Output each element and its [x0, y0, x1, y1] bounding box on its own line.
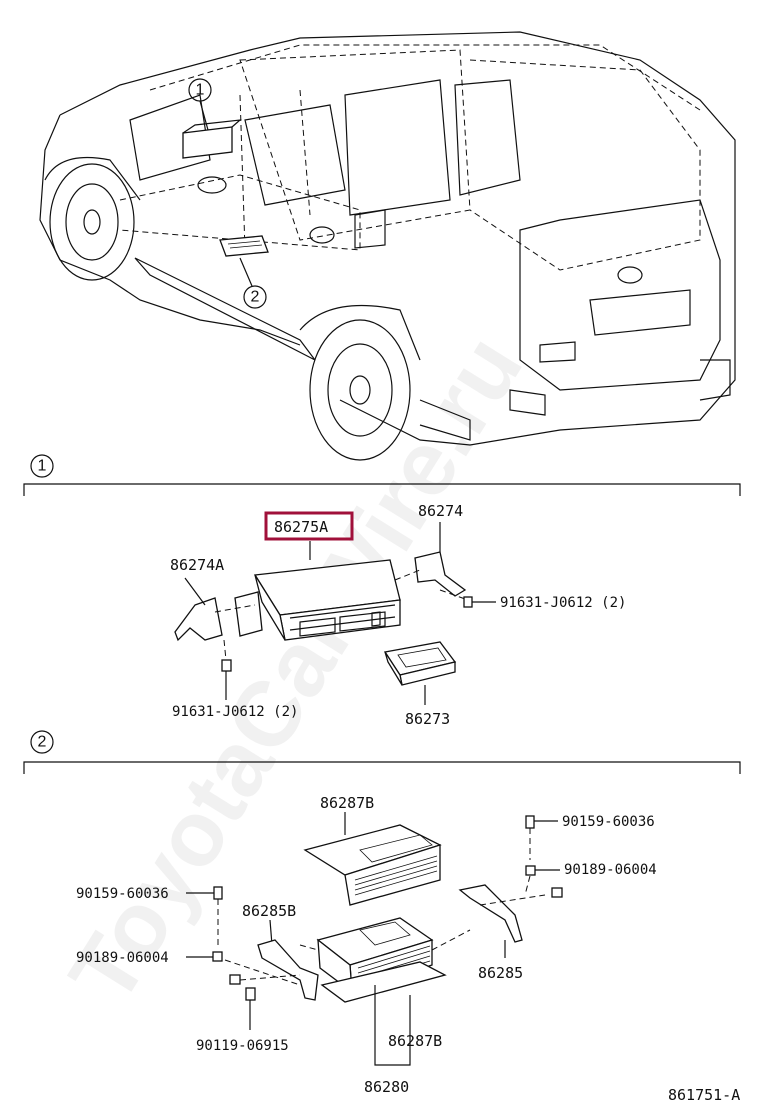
bracket-left-86285B — [224, 939, 319, 1001]
part-label-nut-right[interactable]: 90189-06004 — [564, 862, 657, 878]
bracket-left-86274A — [174, 597, 223, 642]
section-1-marker: 1 — [38, 458, 47, 475]
amplifier-86280 — [299, 917, 471, 1003]
module-86273 — [383, 641, 457, 705]
part-label-86285[interactable]: 86285 — [478, 964, 523, 982]
bracket-right-86285 — [458, 884, 563, 958]
part-label-86275A[interactable]: 86275A — [274, 518, 328, 536]
bracket-right-86274 — [414, 551, 467, 597]
cd-changer-unit — [253, 559, 401, 641]
vehicle-illustration: 1 2 — [39, 31, 736, 461]
part-label-bolt-left[interactable]: 90159-60036 — [76, 886, 169, 902]
part-label-nut-left[interactable]: 90189-06004 — [76, 950, 169, 966]
part-label-86285B[interactable]: 86285B — [242, 902, 296, 920]
part-label-86273[interactable]: 86273 — [405, 710, 450, 728]
figure-code: 861751-A — [668, 1086, 740, 1104]
section-2: 2 86287B 90159-60036 90189-06004 — [23, 730, 741, 1096]
section-1: 1 86275A 86274A 86274 — [23, 454, 741, 728]
watermark-text: ToyotaCarWire.ru — [50, 318, 541, 1020]
part-label-screw-right[interactable]: 91631-J0612 (2) — [500, 595, 626, 611]
screw-bottom — [245, 987, 256, 1030]
highlight-box — [264, 511, 354, 541]
part-label-86280[interactable]: 86280 — [364, 1078, 409, 1096]
part-label-86274A[interactable]: 86274A — [170, 556, 224, 574]
part-label-screw-bottom[interactable]: 90119-06915 — [196, 1038, 289, 1054]
bolt-top-right — [525, 815, 558, 860]
section-2-marker: 2 — [38, 734, 47, 751]
callout-2-circle — [243, 285, 267, 309]
callout-1-label: 1 — [196, 82, 205, 99]
part-label-86274[interactable]: 86274 — [418, 502, 463, 520]
screw-right — [463, 596, 496, 608]
section-1-marker-circle — [30, 454, 54, 478]
amplifier-cover-top — [303, 824, 442, 906]
nut-left — [186, 951, 223, 962]
callout-2-label: 2 — [251, 289, 260, 306]
part-label-cover-top[interactable]: 86287B — [320, 794, 374, 812]
section-1-bracket-line — [23, 483, 741, 496]
part-label-bolt-top-right[interactable]: 90159-60036 — [562, 814, 655, 830]
section-2-bracket-line — [23, 761, 741, 774]
nut-right — [524, 865, 560, 896]
part-label-cover-bottom[interactable]: 86287B — [388, 1032, 442, 1050]
bolt-left — [186, 886, 223, 945]
screw-left — [221, 639, 232, 700]
part-label-screw-left[interactable]: 91631-J0612 (2) — [172, 704, 298, 720]
section-2-marker-circle — [30, 730, 54, 754]
